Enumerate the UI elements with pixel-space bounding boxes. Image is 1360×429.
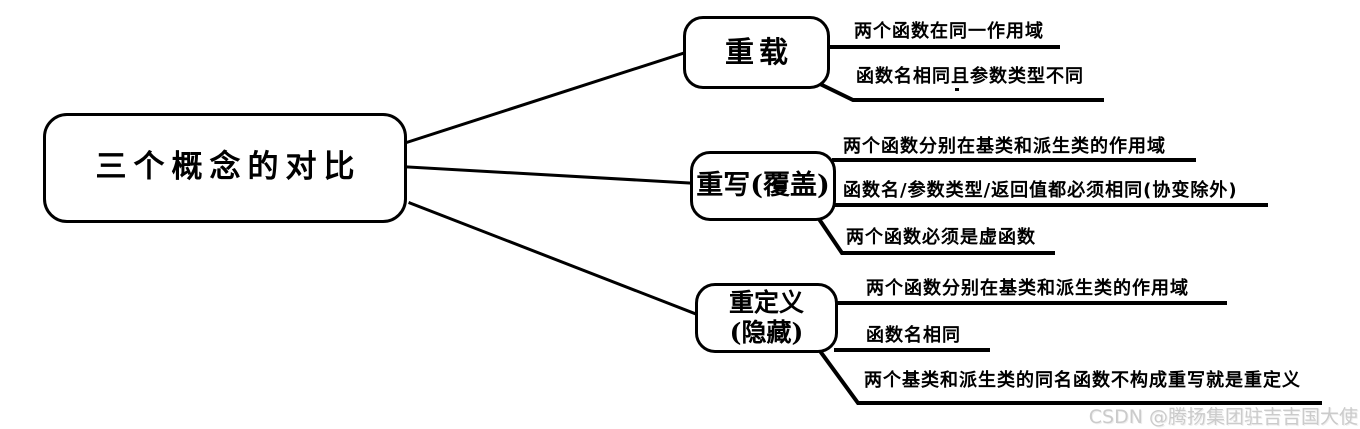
leafline-overload-2	[817, 81, 1104, 102]
leaf-override-signature: 函数名/参数类型/返回值都必须相同(协变除外)	[843, 180, 1238, 201]
node-overload: 重载	[683, 16, 830, 89]
connector-root-to-override	[406, 165, 692, 185]
csdn-watermark: CSDN @腾扬集团驻吉吉国大使	[1088, 406, 1358, 428]
leaf-override-virtual: 两个函数必须是虚函数	[846, 227, 1036, 248]
root-node-label: 三个概念的对比	[95, 149, 362, 186]
stray-dot-artifact	[955, 88, 959, 91]
node-override: 重写(覆盖)	[690, 151, 836, 221]
leafline-redefine-3	[817, 348, 1322, 405]
root-node: 三个概念的对比	[43, 113, 407, 223]
leaf-redefine-scope: 两个函数分别在基类和派生类的作用域	[866, 278, 1189, 299]
node-override-label: 重写(覆盖)	[696, 170, 830, 202]
node-redefine-label: 重定义 (隐藏)	[728, 288, 804, 347]
leaf-redefine-name: 函数名相同	[866, 325, 961, 346]
leafline-override-3	[816, 216, 1055, 255]
node-overload-label: 重载	[724, 34, 793, 69]
leaf-overload-scope: 两个函数在同一作用域	[854, 21, 1044, 42]
leaf-overload-signature: 函数名相同且参数类型不同	[856, 66, 1084, 87]
leaf-override-scope: 两个函数分别在基类和派生类的作用域	[843, 136, 1166, 157]
node-redefine: 重定义 (隐藏)	[695, 283, 838, 353]
connector-root-to-overload	[406, 51, 686, 144]
connector-root-to-redefine	[408, 201, 698, 316]
leaf-redefine-rule: 两个基类和派生类的同名函数不构成重写就是重定义	[864, 370, 1301, 391]
